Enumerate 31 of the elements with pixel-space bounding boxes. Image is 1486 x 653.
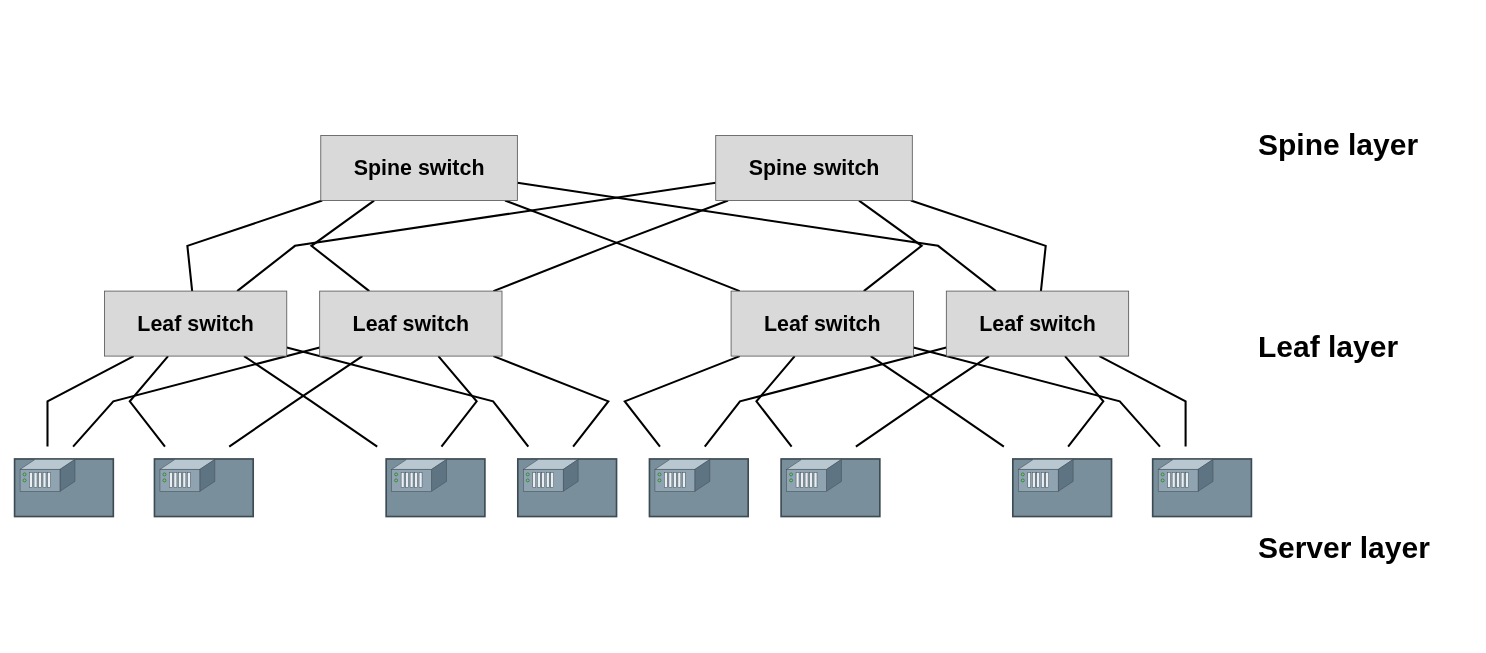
connector	[236, 182, 716, 293]
connector	[703, 346, 947, 448]
layer-label: Leaf layer	[1258, 329, 1399, 364]
layer-label: Spine layer	[1258, 128, 1419, 162]
connector	[437, 355, 478, 448]
connector	[755, 355, 796, 448]
connector	[493, 355, 610, 448]
connector	[855, 355, 990, 448]
connector	[623, 355, 741, 448]
node-box: Leaf switch	[730, 291, 914, 357]
connector	[517, 182, 997, 293]
connector	[243, 355, 378, 448]
connector	[128, 355, 169, 448]
connector	[910, 200, 1047, 292]
connector	[1098, 355, 1187, 448]
node-box: Spine switch	[320, 135, 518, 202]
node-box: Leaf switch	[945, 291, 1130, 357]
connector	[72, 346, 320, 448]
connector	[309, 200, 375, 293]
connector	[186, 200, 323, 292]
node-box: Spine switch	[715, 135, 913, 202]
connector	[286, 346, 530, 448]
connector	[913, 346, 1161, 448]
node-box: Leaf switch	[319, 291, 503, 357]
connector	[870, 355, 1005, 448]
node-box: Leaf switch	[104, 291, 288, 357]
connector	[1064, 355, 1105, 448]
connector	[228, 355, 363, 448]
layer-label: Server layer	[1258, 531, 1430, 565]
connector	[46, 355, 135, 448]
connector	[858, 200, 924, 293]
